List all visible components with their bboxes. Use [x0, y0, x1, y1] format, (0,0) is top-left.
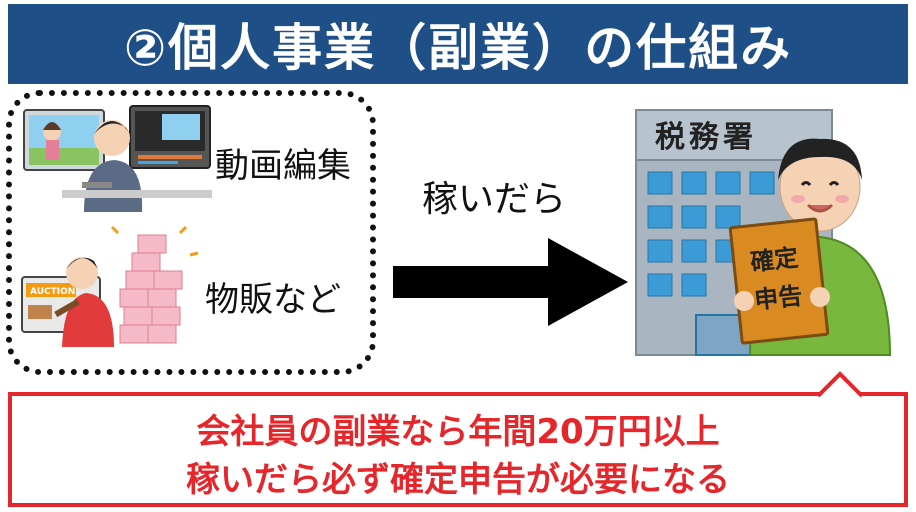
auction-sign-text: AUCTION	[30, 287, 75, 297]
video-editor-illustration	[23, 105, 212, 212]
earnings-arrow-label: 稼いだら	[422, 179, 567, 220]
page-title-text: ②個人事業（副業）の仕組み	[123, 19, 793, 77]
side-business-examples-box	[6, 90, 376, 375]
requirement-callout: 会社員の副業なら年間20万円以上 稼いだら必ず確定申告が必要になる	[8, 392, 908, 507]
product-sales-label: 物販など	[205, 280, 341, 320]
tax-return-document-line1: 確定	[748, 243, 800, 277]
page-title: ②個人事業（副業）の仕組み	[8, 4, 908, 84]
tax-return-document-line2: 申告	[752, 281, 804, 315]
right-arrow-icon	[393, 238, 628, 326]
auction-seller-illustration: AUCTION	[21, 225, 199, 347]
callout-line-1: 会社員の副業なら年間20万円以上	[196, 412, 720, 452]
callout-pointer	[816, 371, 864, 398]
tax-office-sign: 税務署	[655, 120, 757, 155]
person-holding-tax-return-illustration	[728, 138, 892, 356]
callout-line-2: 稼いだら必ず確定申告が必要になる	[186, 460, 730, 500]
video-editing-label: 動画編集	[215, 146, 351, 186]
